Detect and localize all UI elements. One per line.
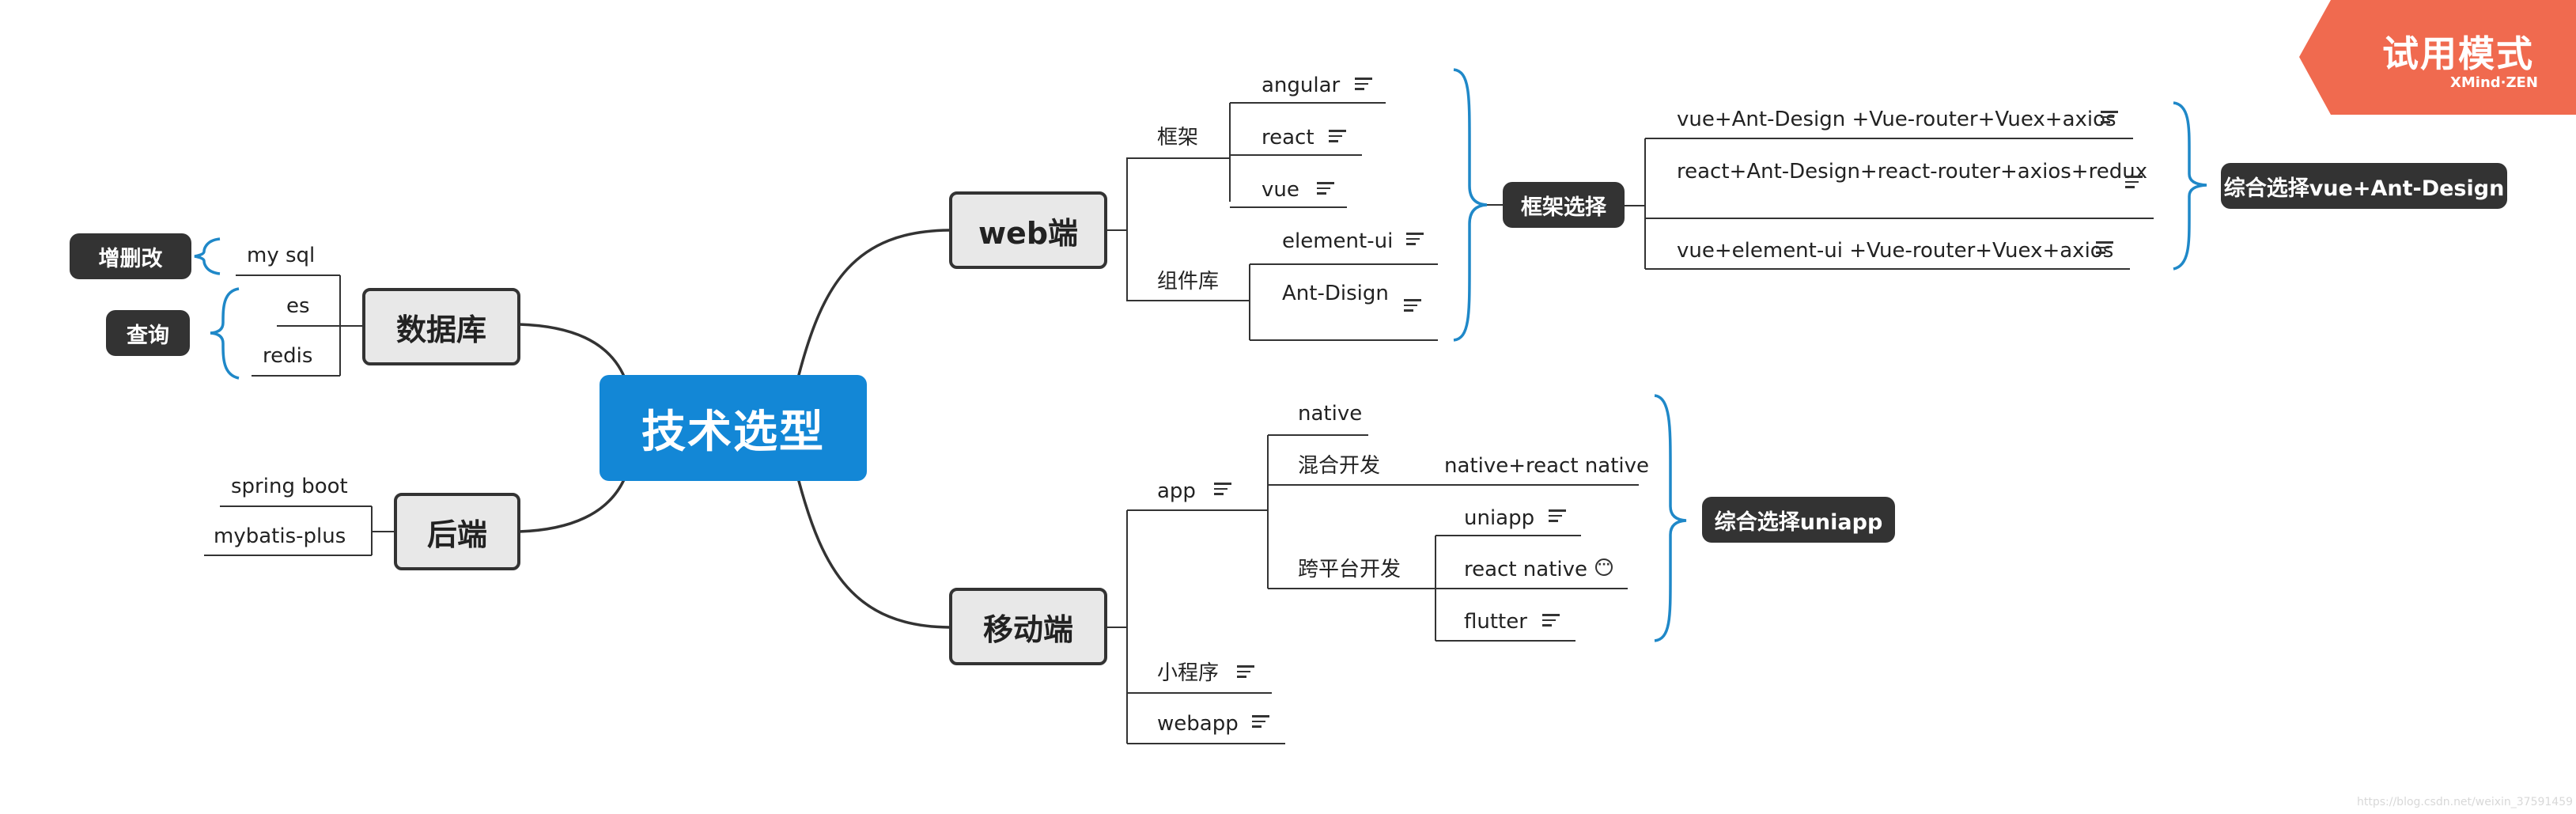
web-components-ant-design[interactable]: Ant-Disign	[1282, 282, 1389, 305]
topic-mobile[interactable]: 移动端	[949, 588, 1107, 665]
web-framework-react[interactable]: react	[1262, 126, 1314, 150]
note-icon[interactable]	[1214, 483, 1231, 495]
web-framework-vue[interactable]: vue	[1262, 178, 1299, 202]
source-watermark: https://blog.csdn.net/weixin_37591459	[2357, 796, 2574, 808]
note-icon[interactable]	[1542, 614, 1560, 627]
note-icon[interactable]	[1237, 665, 1254, 678]
mobile-hybrid-label[interactable]: 混合开发	[1298, 454, 1381, 478]
database-query[interactable]: 查询	[106, 310, 190, 356]
web-conclusion[interactable]: 综合选择vue+Ant-Design	[2221, 163, 2507, 209]
web-components-element-ui[interactable]: element-ui	[1282, 229, 1394, 253]
more-icon[interactable]: ···	[1595, 558, 1613, 576]
trial-title: 试用模式	[2382, 32, 2534, 75]
database-crud[interactable]: 增删改	[70, 233, 191, 279]
note-icon[interactable]	[1404, 299, 1421, 312]
web-option-1[interactable]: vue+Ant-Design +Vue-router+Vuex+axios	[1677, 108, 2116, 131]
note-icon[interactable]	[2101, 111, 2118, 123]
database-es[interactable]: es	[286, 294, 310, 318]
web-framework-label[interactable]: 框架	[1157, 126, 1199, 150]
mobile-hybrid-item[interactable]: native+react native	[1444, 454, 1650, 478]
note-icon[interactable]	[1252, 715, 1269, 728]
web-option-3[interactable]: vue+element-ui +Vue-router+Vuex+axios	[1677, 239, 2114, 263]
note-icon[interactable]	[1406, 233, 1424, 245]
mobile-cross-react-native[interactable]: react native	[1464, 558, 1588, 581]
database-redis[interactable]: redis	[263, 344, 313, 368]
mobile-cross-flutter[interactable]: flutter	[1464, 610, 1527, 634]
note-icon[interactable]	[1317, 182, 1334, 195]
mobile-webapp[interactable]: webapp	[1157, 712, 1239, 736]
mobile-cross-label[interactable]: 跨平台开发	[1298, 558, 1401, 581]
note-icon[interactable]	[2096, 241, 2113, 254]
mobile-cross-uniapp[interactable]: uniapp	[1464, 506, 1535, 530]
note-icon[interactable]	[1329, 130, 1346, 142]
note-icon[interactable]	[1355, 78, 1372, 90]
topic-backend[interactable]: 后端	[394, 493, 520, 570]
mobile-native[interactable]: native	[1298, 402, 1363, 426]
note-icon[interactable]	[1549, 509, 1566, 522]
web-framework-choice[interactable]: 框架选择	[1503, 182, 1625, 228]
mobile-conclusion[interactable]: 综合选择uniapp	[1702, 497, 1895, 543]
trial-brand: XMind·ZEN	[2450, 74, 2538, 91]
central-topic[interactable]: 技术选型	[600, 375, 867, 481]
backend-spring-boot[interactable]: spring boot	[231, 475, 348, 498]
trial-badge	[2299, 0, 2576, 115]
database-mysql[interactable]: my sql	[247, 244, 316, 267]
topic-web[interactable]: web端	[949, 191, 1107, 269]
mobile-app-label[interactable]: app	[1157, 479, 1196, 503]
topic-database[interactable]: 数据库	[362, 288, 520, 365]
web-option-2[interactable]: react+Ant-Design+react-router+axios+redu…	[1677, 160, 2148, 184]
web-components-label[interactable]: 组件库	[1157, 270, 1220, 293]
web-framework-angular[interactable]: angular	[1262, 74, 1341, 97]
note-icon[interactable]	[2125, 176, 2143, 188]
backend-mybatis-plus[interactable]: mybatis-plus	[214, 524, 346, 548]
mobile-miniprogram[interactable]: 小程序	[1157, 661, 1220, 685]
